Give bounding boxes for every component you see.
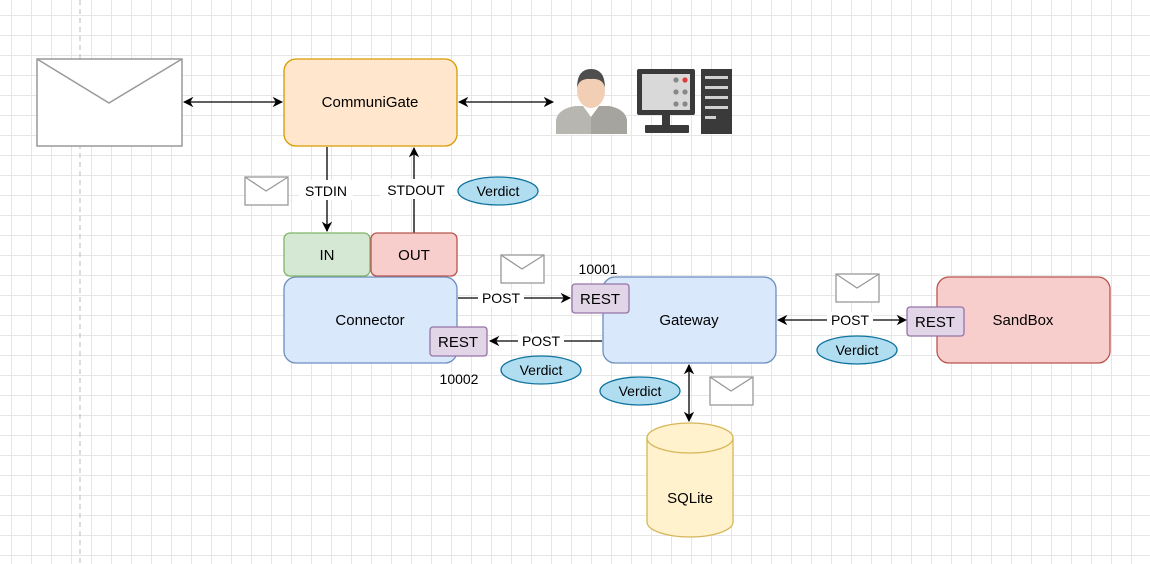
out-label: OUT bbox=[398, 247, 430, 264]
svg-text:Verdict: Verdict bbox=[619, 383, 662, 399]
rest-port-sandbox[interactable]: REST bbox=[906, 306, 965, 337]
communigate-label: CommuniGate bbox=[322, 94, 419, 111]
svg-text:REST: REST bbox=[915, 314, 955, 331]
in-label: IN bbox=[320, 247, 335, 264]
svg-text:REST: REST bbox=[438, 334, 478, 351]
port-10001-label: 10001 bbox=[579, 261, 618, 277]
connector-label: Connector bbox=[335, 312, 404, 329]
sqlite-label: SQLite bbox=[667, 490, 713, 507]
rest-port-gateway[interactable]: REST bbox=[571, 283, 630, 314]
communigate-node[interactable]: CommuniGate bbox=[283, 58, 458, 147]
envelope-icon bbox=[835, 273, 880, 303]
in-node[interactable]: IN bbox=[283, 232, 371, 277]
svg-text:REST: REST bbox=[580, 291, 620, 308]
verdict-badge: Verdict bbox=[816, 335, 898, 365]
stdout-label: STDOUT bbox=[387, 182, 445, 198]
stdin-label: STDIN bbox=[305, 183, 347, 199]
gateway-node[interactable]: Gateway bbox=[602, 276, 777, 364]
gateway-label: Gateway bbox=[659, 312, 719, 329]
post-label: POST bbox=[522, 333, 561, 349]
envelope-icon bbox=[244, 176, 289, 206]
rest-port-connector[interactable]: REST bbox=[429, 326, 488, 357]
verdict-badge: Verdict bbox=[457, 176, 539, 206]
sqlite-database-icon[interactable]: SQLite bbox=[646, 422, 734, 538]
svg-text:Verdict: Verdict bbox=[520, 362, 563, 378]
post-label: POST bbox=[482, 290, 521, 306]
connector-node[interactable]: Connector bbox=[283, 276, 458, 364]
user-icon bbox=[556, 69, 627, 134]
mail-envelope-icon bbox=[36, 58, 183, 147]
computer-icon bbox=[637, 69, 732, 134]
svg-text:Verdict: Verdict bbox=[836, 342, 879, 358]
verdict-badge: Verdict bbox=[599, 376, 681, 406]
envelope-icon bbox=[500, 254, 545, 284]
sandbox-label: SandBox bbox=[993, 312, 1054, 329]
out-node[interactable]: OUT bbox=[370, 232, 458, 277]
verdict-badge: Verdict bbox=[500, 355, 582, 385]
post-label: POST bbox=[831, 312, 870, 328]
envelope-icon bbox=[709, 376, 754, 406]
port-10002-label: 10002 bbox=[440, 371, 479, 387]
svg-text:Verdict: Verdict bbox=[477, 183, 520, 199]
